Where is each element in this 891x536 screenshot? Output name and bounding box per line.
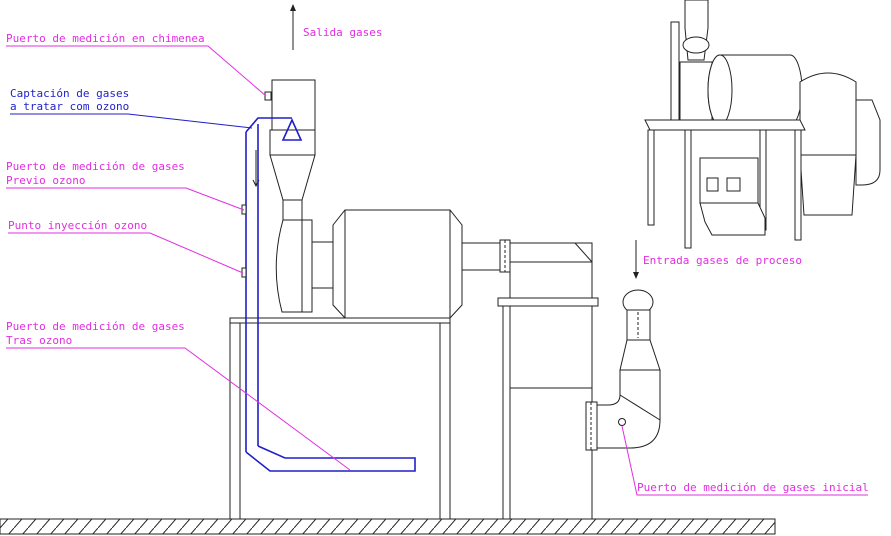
label-post-ozone-line1: Puerto de medición de gases bbox=[6, 320, 185, 333]
perspective-control-panel-1 bbox=[706, 177, 719, 192]
leader-capture bbox=[10, 113, 253, 129]
label-injection: Punto inyección ozono bbox=[8, 219, 147, 232]
initial-port bbox=[618, 418, 626, 426]
treatment-column bbox=[462, 239, 599, 520]
ozone-pipe-elbow bbox=[245, 445, 416, 472]
perspective-post bbox=[670, 21, 680, 123]
motor bbox=[311, 209, 463, 319]
inlet-elbow-outer bbox=[597, 370, 661, 449]
perspective-leg-1 bbox=[647, 129, 655, 226]
perspective-fan-box bbox=[679, 61, 713, 125]
ground-hatch bbox=[0, 518, 776, 535]
label-pre-ozone-line2: Previo ozono bbox=[6, 174, 85, 187]
stand-top bbox=[229, 317, 451, 324]
perspective-cyclone bbox=[682, 36, 710, 54]
label-post-ozone-line2: Tras ozono bbox=[6, 334, 72, 347]
perspective-table-top bbox=[644, 119, 806, 131]
label-process-inlet: Entrada gases de proceso bbox=[643, 254, 802, 267]
label-pre-ozone-line1: Puerto de medición de gases bbox=[6, 160, 185, 173]
column-body bbox=[509, 242, 593, 520]
inlet-elbow-seam bbox=[619, 394, 661, 421]
leader-post-ozone bbox=[6, 347, 351, 471]
ground bbox=[0, 518, 776, 535]
leader-chimney-port bbox=[6, 45, 267, 97]
inlet-cone bbox=[619, 339, 661, 371]
perspective-scrubber bbox=[799, 72, 857, 216]
leader-lines bbox=[6, 45, 868, 496]
cyclone-outlet-tube bbox=[282, 199, 303, 221]
motor-body bbox=[332, 209, 463, 319]
label-capture-line2: a tratar com ozono bbox=[10, 100, 129, 113]
column-top-slope bbox=[574, 242, 593, 263]
process-installation-perspective bbox=[644, 0, 881, 249]
chimney-port bbox=[264, 91, 272, 101]
label-initial-port: Puerto de medición de gases inicial bbox=[637, 481, 869, 494]
perspective-control-base bbox=[699, 202, 766, 236]
stand-right-leg bbox=[439, 322, 451, 520]
labels: Puerto de medición en chimenea Salida ga… bbox=[6, 26, 869, 494]
leader-injection bbox=[8, 232, 244, 274]
stand-left-leg bbox=[229, 322, 241, 520]
label-chimney-port: Puerto de medición en chimenea bbox=[6, 32, 205, 45]
perspective-motor-face bbox=[707, 54, 733, 126]
motor-coupling bbox=[311, 241, 334, 289]
label-capture-line1: Captación de gases bbox=[10, 87, 129, 100]
support-stand bbox=[229, 317, 451, 520]
cyclone-body bbox=[269, 129, 316, 156]
cyclone-unit bbox=[252, 79, 316, 313]
cyclone-cone bbox=[269, 154, 316, 201]
perspective-leg-4 bbox=[794, 129, 802, 241]
perspective-control-panel-2 bbox=[726, 177, 741, 192]
fan-housing bbox=[275, 219, 313, 313]
ozone-hood-triangle bbox=[281, 118, 303, 141]
column-flange bbox=[497, 297, 599, 307]
leader-initial-port bbox=[621, 425, 868, 496]
perspective-leg-2 bbox=[684, 129, 692, 249]
perspective-elbow bbox=[855, 99, 881, 186]
leader-pre-ozone bbox=[6, 187, 245, 211]
inlet-duct bbox=[585, 289, 661, 451]
label-gas-outlet: Salida gases bbox=[303, 26, 382, 39]
inlet-elbow-inner bbox=[597, 370, 621, 406]
